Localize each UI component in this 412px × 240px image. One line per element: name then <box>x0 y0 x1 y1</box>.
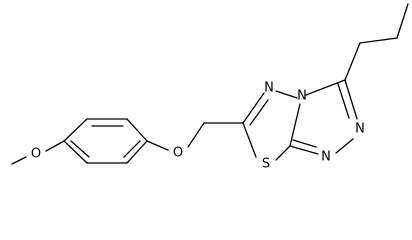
atom-label-n-right-upper: N <box>355 122 365 137</box>
bond-o-benzene <box>45 140 65 152</box>
bond-propyl-1 <box>344 42 361 81</box>
atom-label-o-methoxy: O <box>31 147 41 162</box>
atom-label-n-ring-top: N <box>264 81 274 96</box>
atom-label-o-ether: O <box>173 146 183 161</box>
bond-c-n-double <box>242 92 265 124</box>
atom-label-s: S <box>262 157 270 172</box>
bond-benzene-double-2 <box>123 140 141 158</box>
atom-label-n-bridge: N <box>297 89 307 104</box>
bonds <box>11 3 409 165</box>
bond-s-c <box>242 122 257 158</box>
bond-benzene-double-3 <box>70 140 90 158</box>
bond-propyl-2 <box>359 37 398 44</box>
bond-nbridge-c3 <box>305 79 346 96</box>
bond-benzene-6 <box>63 140 88 164</box>
bond-n-cfused-double-inner <box>292 139 317 148</box>
atom-label-n-right-lower: N <box>321 150 331 165</box>
bond-n-n <box>335 138 354 154</box>
bond-benzene-4 <box>126 140 148 164</box>
bond-benzene-1 <box>63 118 88 142</box>
bond-c3-n-double-inner <box>337 83 350 119</box>
bond-methyl-o <box>11 156 27 165</box>
molecule-structure-diagram: O O N N N N S <box>11 3 409 172</box>
bond-cfused-s <box>275 145 291 161</box>
bond-nbridge-cfused <box>289 103 301 147</box>
bond-propyl-3 <box>396 3 409 39</box>
atom-labels: O O N N N N S <box>31 81 365 172</box>
bond-n-cfused-double <box>289 145 319 155</box>
bond-o-ch2 <box>187 122 205 148</box>
bond-benzene-o-ether <box>146 140 169 151</box>
bond-n-n-bridge <box>275 90 298 99</box>
bond-c3-n-double <box>344 79 358 120</box>
bond-c-n-double-inner <box>249 99 269 126</box>
bond-benzene-3 <box>126 118 148 142</box>
